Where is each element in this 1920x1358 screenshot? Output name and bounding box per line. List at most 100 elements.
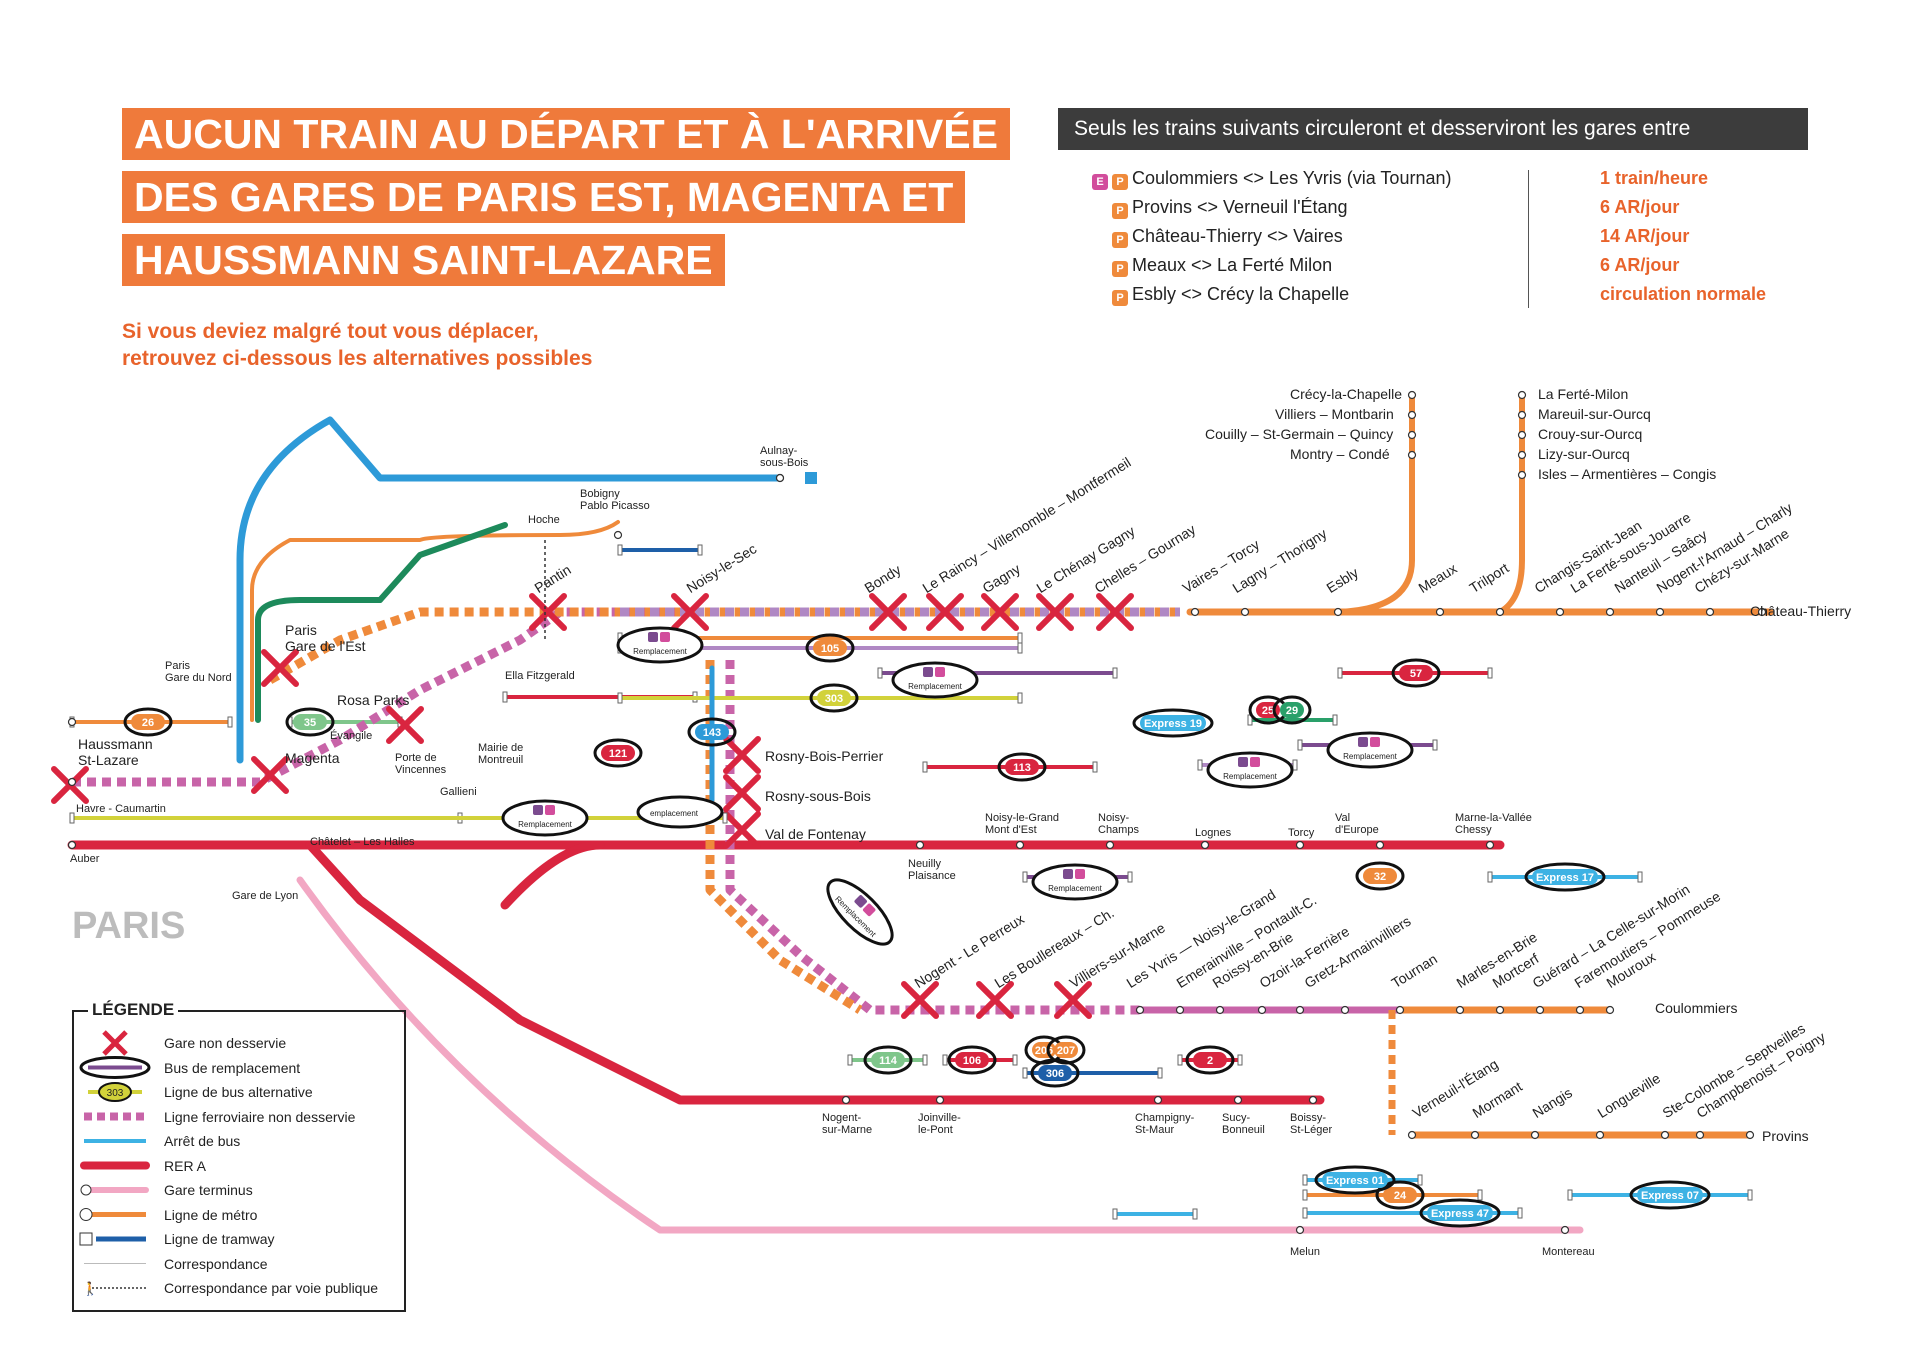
crecy-branch	[1327, 392, 1415, 615]
rer-p-badge: P	[1112, 290, 1128, 306]
replacement-ring	[1206, 751, 1294, 789]
line-badges: P	[1092, 198, 1152, 219]
closed-station-marker	[261, 649, 299, 687]
express-07-label: Express 07	[1641, 1190, 1699, 1202]
rer-e-icon	[1370, 737, 1380, 747]
station-dot	[1605, 1005, 1615, 1015]
station-label-melun: Melun	[1290, 1246, 1320, 1258]
station-label-chatelet: Châtelet – Les Halles	[310, 836, 415, 848]
rer-p-closed-line	[267, 607, 1180, 684]
route-label: Meaux <> La Ferté Milon	[1132, 255, 1333, 275]
station-dot	[1517, 410, 1527, 420]
closed-station-marker	[723, 811, 761, 849]
bus-stop-marker	[1292, 759, 1298, 771]
replacement-ring	[891, 661, 979, 699]
express-17-label: Express 17	[1536, 872, 1594, 884]
station-dot	[1233, 1095, 1243, 1105]
station-label-provins: Provins	[1762, 1128, 1809, 1144]
subtitle-line-2: retrouvez ci-dessous les alternatives po…	[122, 347, 593, 370]
station-dot	[67, 840, 77, 850]
headline-line-2: DES GARES DE PARIS EST, MAGENTA ET	[122, 171, 966, 223]
pedestrian-icon: 🚶	[82, 1281, 98, 1296]
bus-line-pill	[871, 1052, 905, 1068]
alt-bus-ring	[98, 1082, 132, 1102]
bus-stop-marker	[227, 716, 233, 728]
bus-stop-marker	[502, 691, 508, 703]
bus-highlight-ring	[805, 633, 855, 663]
bus-stop-marker	[1487, 871, 1493, 883]
station-label-montereau: Montereau	[1542, 1246, 1595, 1258]
replacement-bus-marker: emplacement	[636, 795, 724, 829]
rer-b-icon	[805, 472, 817, 484]
legend-item-label: Ligne de tramway	[164, 1231, 275, 1247]
headline-line-3: HAUSSMANN SAINT-LAZARE	[122, 234, 725, 286]
station-dot	[1757, 607, 1767, 617]
legend-item-label: Correspondance	[164, 1255, 268, 1272]
station-label-noisy-grand: Noisy-le-Grand Mont d'Est	[985, 812, 1059, 836]
metro-m-icon	[79, 1208, 93, 1221]
bus-icon	[1358, 737, 1368, 747]
legend-item-label: Gare non desservie	[164, 1035, 287, 1051]
station-label-mareuil: Mareuil-sur-Ourcq	[1538, 406, 1651, 422]
rer-e-icon	[1075, 869, 1085, 879]
station-label-neuilly: Neuilly Plaisance	[908, 858, 956, 882]
metro-5-line	[250, 520, 620, 722]
route-label: Château-Thierry <> Vaires	[1132, 226, 1343, 246]
headline-line-1: AUCUN TRAIN AU DÉPART ET À L'ARRIVÉE	[122, 108, 1010, 160]
rer-p-badge: P	[1112, 232, 1128, 248]
station-dot	[775, 473, 785, 483]
cross-stroke	[1096, 593, 1134, 631]
bus-stop-marker	[1022, 871, 1028, 883]
station-dot	[1295, 840, 1305, 850]
station-label-val-fontenay: Val de Fontenay	[765, 826, 866, 842]
bus-stop-marker	[1567, 1189, 1573, 1201]
cross-stroke	[671, 593, 709, 631]
tram-icon	[79, 1232, 93, 1246]
closed-station-marker	[251, 756, 289, 794]
bus-stop-marker	[1302, 1189, 1308, 1201]
bus-121-label: 121	[609, 748, 627, 760]
operations-divider	[1528, 170, 1529, 308]
bus-icon	[923, 667, 933, 677]
replacement-ring	[616, 626, 704, 664]
bus-26-label: 26	[142, 717, 154, 729]
station-label-gare-du-nord: Paris Gare du Nord	[165, 660, 232, 684]
bus-highlight-ring	[1419, 1198, 1501, 1228]
bus-highlight-ring	[285, 707, 335, 737]
bus-icon	[648, 632, 658, 642]
ferte-milon-branch	[1497, 392, 1525, 615]
bus-line-pill	[1005, 759, 1039, 775]
express-47-label: Express 47	[1431, 1208, 1489, 1220]
express-19-label: Express 19	[1144, 718, 1202, 730]
cross-stroke	[261, 649, 299, 687]
bus-highlight-ring	[1375, 1180, 1425, 1210]
bus-2-label: 2	[1207, 1055, 1213, 1067]
cross-stroke	[901, 981, 939, 1019]
bus-32-label: 32	[1374, 871, 1386, 883]
cross-stroke	[723, 736, 761, 774]
bus-line-pill	[695, 724, 729, 740]
station-label-porte-vincennes: Porte de Vincennes	[395, 752, 447, 776]
station-dot	[1605, 607, 1615, 617]
bus-stop-marker	[1092, 761, 1098, 773]
bus-icon	[533, 805, 543, 815]
cross-stroke	[723, 774, 761, 812]
replacement-label: Remplacement	[1343, 752, 1398, 761]
bus-highlight-ring	[863, 1045, 913, 1075]
bus-highlight-ring	[809, 683, 859, 713]
station-label-crecy: Crécy-la-Chapelle	[1290, 386, 1403, 402]
replacement-ring	[501, 799, 589, 837]
bus-stop-marker	[942, 1054, 948, 1066]
bus-stop-marker	[1017, 632, 1023, 644]
cross-stroke	[251, 756, 289, 794]
station-dot	[67, 717, 77, 727]
station-dot	[67, 777, 77, 787]
station-dot	[1295, 1005, 1305, 1015]
replacement-bus-marker: Remplacement	[1031, 863, 1119, 901]
bus-highlight-ring	[687, 717, 737, 747]
